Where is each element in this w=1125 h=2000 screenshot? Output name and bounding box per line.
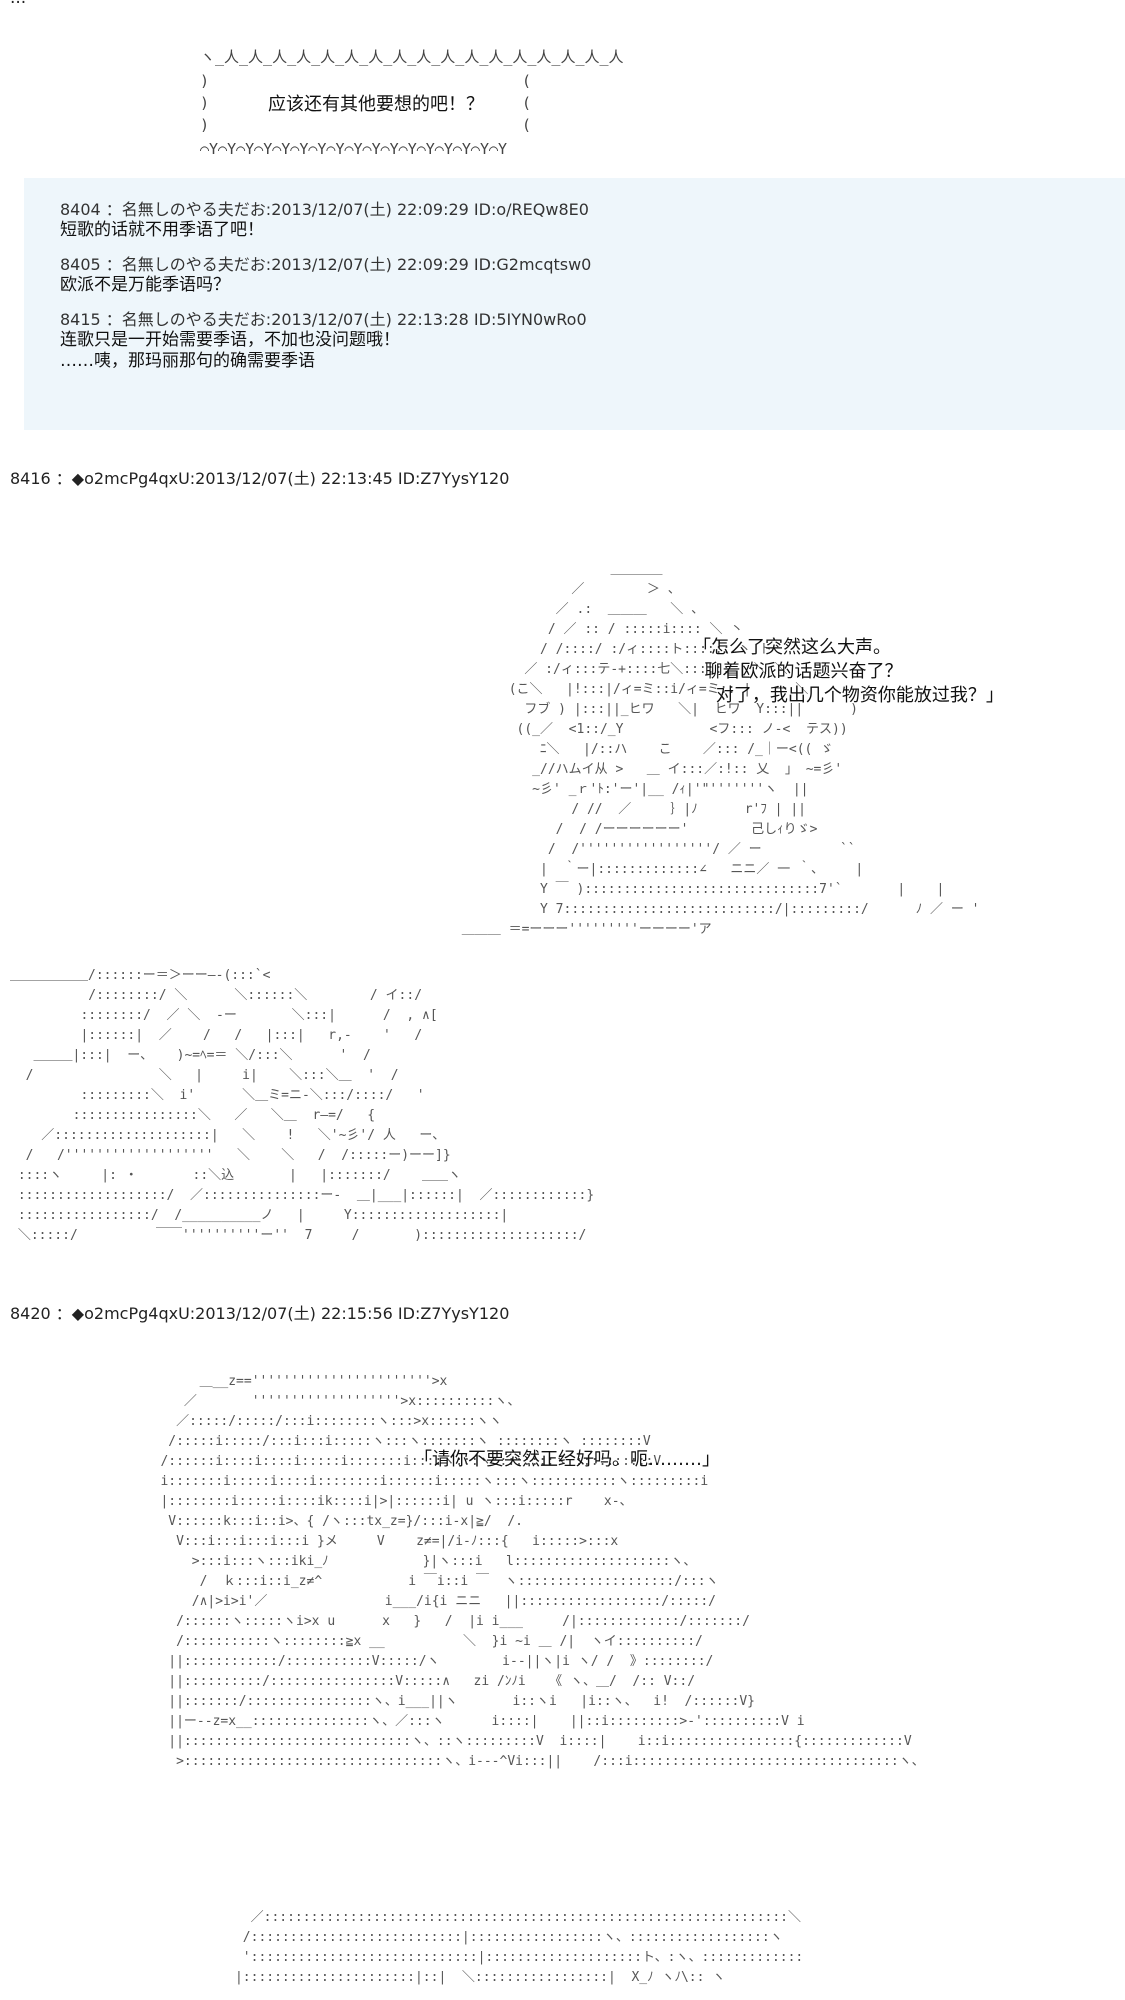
post-header: 8405 ：名無しのやる夫だお:2013/12/07(土) 22:09:29 I… bbox=[60, 255, 592, 274]
shout-bubble: ヽ_人_人_人_人_人_人_人_人_人_人_人_人_人_人_人_人_人 ) ) … bbox=[200, 46, 624, 162]
bubble-top-edge: ヽ_人_人_人_人_人_人_人_人_人_人_人_人_人_人_人_人_人 bbox=[200, 48, 624, 66]
post-header-8420: 8420 ：◆o2mcPg4qxU:2013/12/07(土) 22:15:56… bbox=[10, 1304, 510, 1323]
top-line: ... bbox=[10, 0, 26, 8]
quoted-post: 8404 ：名無しのやる夫だお:2013/12/07(土) 22:09:29 I… bbox=[60, 200, 1125, 241]
post-header-8416: 8416 ：◆o2mcPg4qxU:2013/12/07(土) 22:13:45… bbox=[10, 469, 510, 488]
ascii-art-partial: ／:::::::::::::::::::::::::::::::::::::::… bbox=[234, 1910, 804, 1985]
speech-text-8416: 「怎么了突然这么大声。 聊着欧派的话题兴奋了？ 对了，我出几个物资你能放过我？」 bbox=[693, 637, 1004, 706]
bubble-message: 应该还有其他要想的吧！？ bbox=[268, 94, 484, 115]
bubble-bottom-edge: ⌒Y⌒Y⌒Y⌒Y⌒Y⌒Y⌒Y⌒Y⌒Y⌒Y⌒Y⌒Y⌒Y⌒Y⌒Y⌒Y⌒Y bbox=[200, 140, 508, 158]
post-header: 8415 ：名無しのやる夫だお:2013/12/07(土) 22:13:28 I… bbox=[60, 310, 587, 329]
bubble-right-side: ( ( ( bbox=[522, 72, 532, 134]
post-header: 8404 ：名無しのやる夫だお:2013/12/07(土) 22:09:29 I… bbox=[60, 200, 589, 219]
ascii-art-scene: ＿＿＿＿＿＿/::::::ー＝＞ーー―-(:::`< /::::::::/ ＼ … bbox=[10, 968, 595, 1243]
post-line: 欧派不是万能季语吗？ bbox=[60, 275, 230, 295]
quoted-posts-box: 8404 ：名無しのやる夫だお:2013/12/07(土) 22:09:29 I… bbox=[24, 178, 1125, 430]
ascii-art-character: ＿＿＿＿ ／ ＞ 、 ／ .: ＿＿＿ ＼ 、 / ／ :: / :::::i:… bbox=[461, 562, 980, 937]
post-line: ……咦，那玛丽那句的确需要季语 bbox=[60, 351, 315, 371]
bubble-left-side: ) ) ) bbox=[200, 72, 210, 134]
post-line: 连歌只是一开始需要季语，不加也没问题哦！ bbox=[60, 330, 400, 350]
quoted-post: 8415 ：名無しのやる夫だお:2013/12/07(土) 22:13:28 I… bbox=[60, 310, 1125, 372]
quoted-post: 8405 ：名無しのやる夫だお:2013/12/07(土) 22:09:29 I… bbox=[60, 255, 1125, 296]
post-line: 短歌的话就不用季语了吧！ bbox=[60, 220, 264, 240]
ascii-art-character-2: ＿__z=='''''''''''''''''''''''>x ／ ''''''… bbox=[160, 1374, 925, 1769]
speech-text-8420: 「请你不要突然正经好吗。呃………」 bbox=[414, 1449, 720, 1470]
